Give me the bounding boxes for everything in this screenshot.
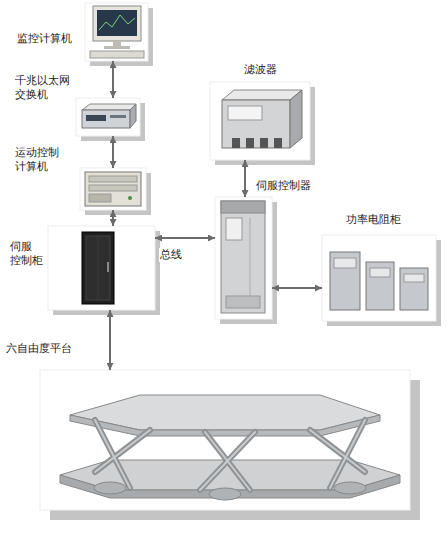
component-label: 功率电阻柜: [346, 213, 412, 227]
cabinet-picture: [82, 232, 114, 304]
component-panel: 六自由度平台: [40, 370, 410, 510]
component-label: 千兆以太网 交换机: [15, 74, 75, 102]
component-label: 运动控制 计算机: [15, 146, 67, 174]
edge-label: 总线: [159, 248, 183, 262]
component-label: 监控计算机: [17, 32, 83, 46]
connector-arrow: [112, 61, 114, 98]
component-panel: 监控计算机: [85, 3, 148, 61]
computer-picture: [85, 172, 141, 206]
connector-arrow: [112, 136, 114, 168]
component-label: 伺服 控制柜: [10, 240, 46, 268]
component-panel: 伺服 控制柜: [48, 226, 155, 310]
component-label: 伺服控制器: [256, 179, 322, 193]
connector-arrow: [272, 287, 322, 289]
connector-arrow: [112, 210, 114, 226]
component-panel: 滤波器: [210, 82, 310, 160]
resistor-picture: [330, 252, 428, 310]
connector-arrow: [109, 310, 111, 370]
controller-picture: [221, 201, 265, 313]
connector-arrow: [244, 160, 246, 197]
monitor-picture: [90, 6, 144, 58]
switch-picture: [82, 104, 136, 128]
panels: [40, 3, 436, 510]
connector-arrow: [155, 237, 215, 239]
component-panel: 运动控制 计算机: [80, 168, 146, 210]
component-label: 六自由度平台: [6, 342, 86, 356]
component-panel: 千兆以太网 交换机: [76, 98, 140, 136]
platform-picture: [60, 395, 400, 500]
filter-picture: [222, 90, 302, 148]
component-panel: 功率电阻柜: [322, 235, 436, 321]
component-label: 滤波器: [244, 63, 288, 77]
component-panel: 伺服控制器: [215, 197, 272, 319]
